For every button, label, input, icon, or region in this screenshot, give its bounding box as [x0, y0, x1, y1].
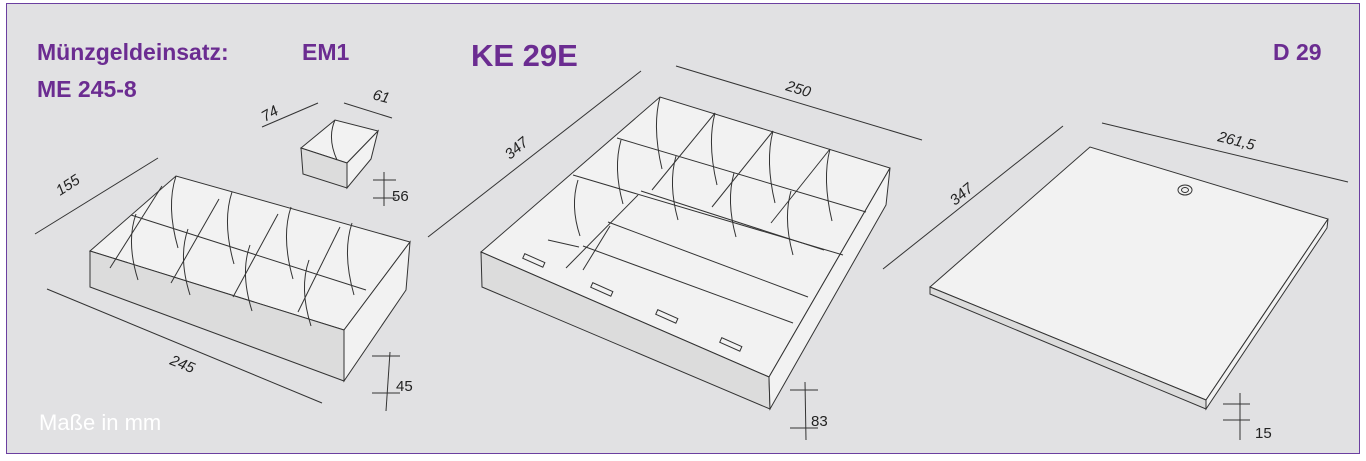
dim-em1-width: 61: [371, 86, 392, 107]
dim-me-width: 155: [53, 171, 84, 199]
dim-me-length: 245: [167, 352, 198, 378]
units-note: Maße in mm: [39, 410, 162, 435]
dim-d-height: 15: [1255, 425, 1272, 442]
dim-d-length: 347: [947, 180, 978, 210]
dim-ke-height: 83: [811, 413, 828, 430]
dim-ke-width: 250: [783, 77, 813, 101]
d29-lid: 347 261,5 15: [882, 122, 1349, 442]
em1-label: EM1: [302, 39, 350, 65]
insert-model: ME 245-8: [37, 76, 137, 102]
ke29e-label: KE 29E: [471, 38, 578, 73]
dim-d-width: 261,5: [1215, 128, 1257, 154]
insert-label: Münzgeldeinsatz:: [37, 39, 229, 65]
lock-icon: [1177, 184, 1193, 196]
coin-insert-tray: 155 245 45: [34, 157, 413, 412]
dim-me-height: 45: [396, 378, 413, 395]
dim-ke-length: 347: [502, 134, 533, 164]
d29-label: D 29: [1273, 39, 1322, 65]
ke29e-drawer: 347 250 83: [427, 65, 923, 441]
dim-em1-depth: 74: [259, 102, 282, 125]
dim-em1-height: 56: [392, 188, 409, 205]
em1-insert: 74 61 56: [259, 86, 409, 206]
